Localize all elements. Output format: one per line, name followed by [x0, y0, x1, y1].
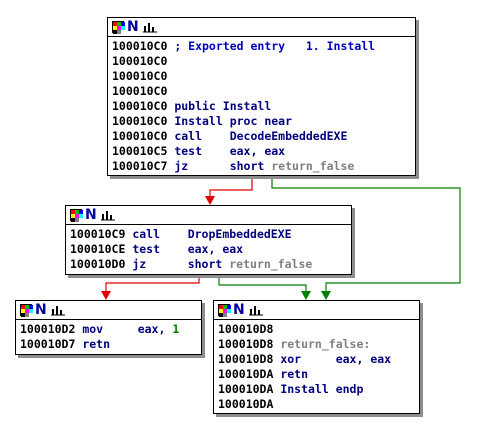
address: 100010D2: [20, 322, 76, 336]
address: 100010C0: [112, 69, 168, 83]
n-icon[interactable]: N: [233, 302, 245, 318]
instruction-text: retn: [273, 367, 309, 381]
chart-icon[interactable]: [50, 304, 66, 316]
asm-line[interactable]: 100010C5 test eax, eax: [112, 144, 415, 159]
color-grid-icon[interactable]: [20, 304, 33, 317]
instruction-text: mov: [75, 322, 138, 336]
address: 100010C0: [112, 114, 168, 128]
node-header: N: [66, 206, 351, 225]
instruction-text: eax, eax: [229, 144, 286, 158]
instruction-text: public Install: [167, 99, 272, 113]
asm-line[interactable]: 100010D8: [218, 322, 419, 337]
address: 100010DA: [218, 382, 274, 396]
instruction-text: eax, eax: [187, 242, 244, 256]
asm-line[interactable]: 100010D8 return_false:: [218, 337, 419, 352]
instruction-text: jz: [167, 159, 230, 173]
instruction-text: eax, eax: [335, 352, 392, 366]
edge-drop-to-return-false[interactable]: [218, 275, 307, 296]
asm-line[interactable]: 100010D8 xor eax, eax: [218, 352, 419, 367]
n-icon[interactable]: N: [127, 19, 139, 35]
node-header: N: [108, 18, 415, 37]
address: 100010C0: [112, 39, 168, 53]
instruction-text: xor: [273, 352, 336, 366]
asm-line[interactable]: 100010C0: [112, 84, 415, 99]
instruction-text: Install endp: [273, 382, 364, 396]
instruction-text: retn: [75, 337, 111, 351]
instruction-text: Install proc near: [167, 114, 293, 128]
asm-line[interactable]: 100010C0 call DecodeEmbeddedEXE: [112, 129, 415, 144]
asm-line[interactable]: 100010CE test eax, eax: [70, 242, 351, 257]
label-ref: return_false: [229, 257, 313, 271]
instruction-text: short: [229, 159, 272, 173]
asm-line[interactable]: 100010C0: [112, 69, 415, 84]
asm-line[interactable]: 100010C0: [112, 54, 415, 69]
address: 100010C9: [70, 227, 126, 241]
n-icon[interactable]: N: [85, 207, 97, 223]
instruction-text: test: [125, 242, 188, 256]
label-ref: return_false: [271, 159, 355, 173]
address: 100010C0: [112, 99, 168, 113]
address: 100010D8: [218, 322, 274, 336]
color-grid-icon[interactable]: [112, 21, 125, 34]
address: 100010C0: [112, 84, 168, 98]
edge-drop-to-return-true[interactable]: [105, 275, 200, 296]
address: 100010DA: [218, 367, 274, 381]
arrow-drop-to-return-true: [101, 291, 111, 300]
asm-line[interactable]: 100010C0 Install proc near: [112, 114, 415, 129]
instruction-text: eax,: [137, 322, 173, 336]
address: 100010C5: [112, 144, 168, 158]
edge-entry-to-drop[interactable]: [209, 176, 253, 201]
asm-line[interactable]: 100010DA Install endp: [218, 382, 419, 397]
address: 100010DA: [218, 397, 274, 411]
n-icon[interactable]: N: [35, 302, 47, 318]
asm-line[interactable]: 100010DA retn: [218, 367, 419, 382]
address: 100010C0: [112, 129, 168, 143]
arrow-entry-to-return-false: [321, 291, 331, 300]
label-ref: return_false:: [273, 337, 371, 351]
chart-icon[interactable]: [248, 304, 264, 316]
instruction-text: DropEmbeddedEXE: [187, 227, 292, 241]
address: 100010C7: [112, 159, 168, 173]
instruction-text: call: [125, 227, 188, 241]
instruction-text: jz: [125, 257, 188, 271]
instruction-text: test: [167, 144, 230, 158]
arrow-entry-to-drop: [205, 196, 215, 205]
node-header: N: [16, 301, 201, 320]
address: 100010CE: [70, 242, 126, 256]
chart-icon[interactable]: [100, 209, 116, 221]
asm-line[interactable]: 100010C9 call DropEmbeddedEXE: [70, 227, 351, 242]
comment: ; Exported entry 1. Install: [167, 39, 376, 53]
instruction-text: call: [167, 129, 230, 143]
asm-line[interactable]: 100010D2 mov eax, 1: [20, 322, 201, 337]
asm-line[interactable]: 100010D7 retn: [20, 337, 201, 352]
address: 100010D8: [218, 352, 274, 366]
asm-line[interactable]: 100010C0 public Install: [112, 99, 415, 114]
asm-line[interactable]: 100010C7 jz short return_false: [112, 159, 415, 174]
address: 100010D7: [20, 337, 76, 351]
instruction-text: DecodeEmbeddedEXE: [229, 129, 348, 143]
address: 100010D8: [218, 337, 274, 351]
color-grid-icon[interactable]: [70, 209, 83, 222]
address: 100010D0: [70, 257, 126, 271]
asm-line[interactable]: 100010C0 ; Exported entry 1. Install: [112, 39, 415, 54]
edge-entry-to-return-false[interactable]: [271, 176, 461, 296]
asm-line[interactable]: 100010D0 jz short return_false: [70, 257, 351, 272]
instruction-text: short: [187, 257, 230, 271]
asm-line[interactable]: 100010DA: [218, 397, 419, 412]
address: 100010C0: [112, 54, 168, 68]
color-grid-icon[interactable]: [218, 304, 231, 317]
chart-icon[interactable]: [142, 21, 158, 33]
node-header: N: [214, 301, 419, 320]
arrow-drop-to-return-false: [301, 291, 311, 300]
instruction-text: 1: [172, 322, 180, 336]
